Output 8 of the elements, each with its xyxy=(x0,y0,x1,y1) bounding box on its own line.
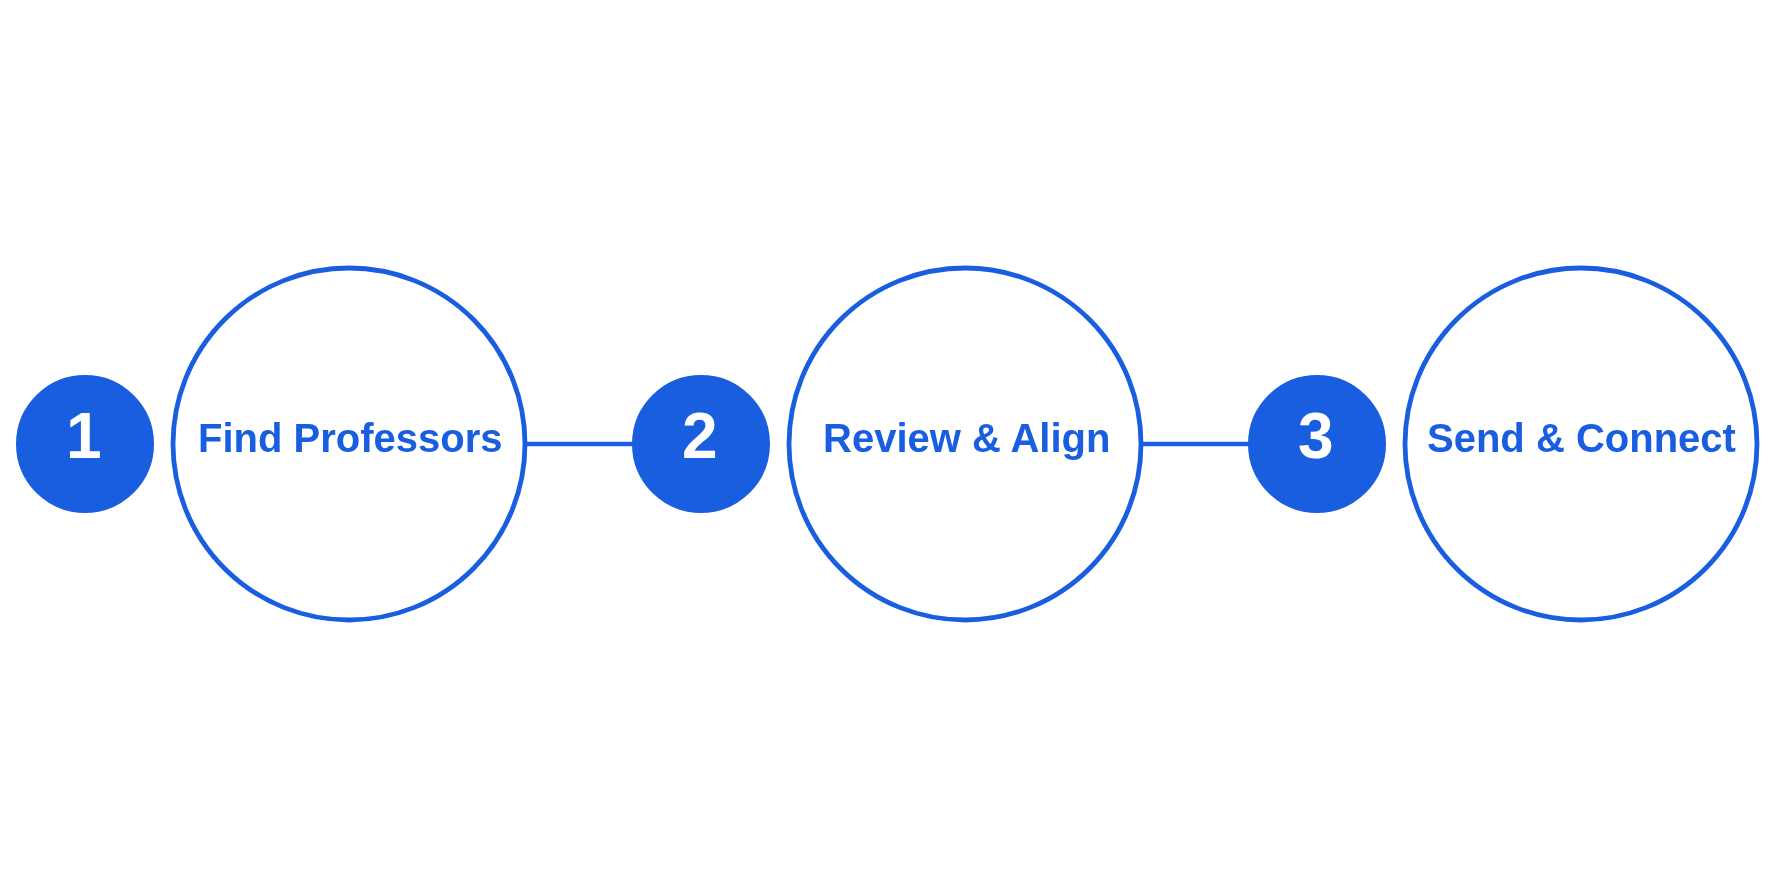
node-circle: 3 xyxy=(1248,374,1386,513)
node-circle: Find Professors xyxy=(170,265,528,622)
connector xyxy=(1141,441,1249,446)
node-circle: 1 xyxy=(16,374,154,513)
node-circle: Send & Connect xyxy=(1402,265,1760,622)
node-circle: Review & Align xyxy=(786,265,1144,622)
node-circle: 2 xyxy=(632,374,770,513)
connector xyxy=(525,441,633,446)
